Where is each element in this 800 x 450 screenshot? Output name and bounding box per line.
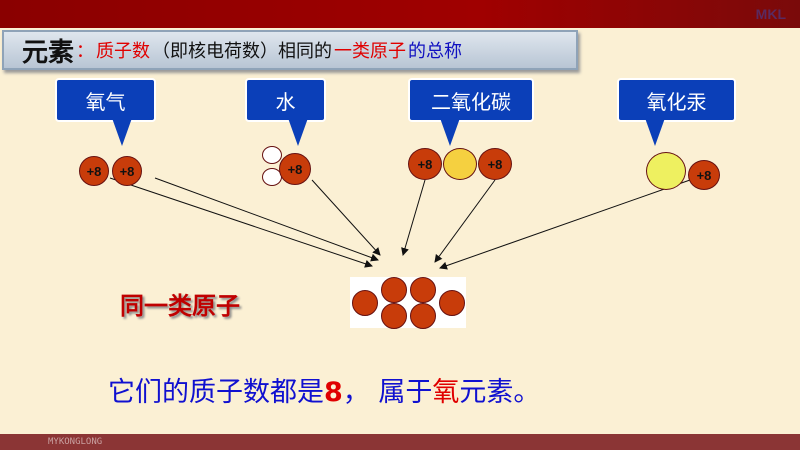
same-atoms-label: 同一类原子 <box>120 292 240 320</box>
arrow <box>434 179 496 263</box>
footer-bar: MYKONGLONG <box>0 434 800 450</box>
bubble-tail <box>112 118 132 146</box>
oxygen-atom: +8 <box>279 153 311 185</box>
bubble-tail <box>645 118 665 146</box>
def-part: 一类原子 <box>334 41 407 62</box>
arrow <box>154 177 379 262</box>
oxygen-atom <box>410 303 436 329</box>
element-name: 氧 <box>432 377 460 408</box>
oxygen-atom <box>410 277 436 303</box>
logo: MKL <box>755 6 786 22</box>
conclusion-part: 它们的质子数都是 <box>108 377 324 408</box>
oxygen-atom: +8 <box>688 160 720 190</box>
oxygen-atom <box>352 290 378 316</box>
arrow <box>401 179 426 256</box>
conclusion-text: 它们的质子数都是8， 属于氧元素。 <box>108 370 540 409</box>
bubble-tail <box>440 118 460 146</box>
header-bar <box>0 0 800 28</box>
oxygen-atom: +8 <box>112 156 142 186</box>
bubble-hgo: 氧化汞 <box>617 78 736 122</box>
arrow <box>109 177 373 268</box>
proton-number: 8 <box>324 377 343 408</box>
arrow <box>311 179 381 256</box>
conclusion-part: ， 属于 <box>342 377 433 408</box>
oxygen-atom: +8 <box>79 156 109 186</box>
mercury-atom <box>646 152 686 190</box>
colon: ： <box>76 41 95 62</box>
def-part: 的总称 <box>408 41 463 62</box>
bubble-oxygen: 氧气 <box>55 78 156 122</box>
oxygen-atom <box>439 290 465 316</box>
bubble-water: 水 <box>245 78 326 122</box>
oxygen-atom: +8 <box>408 148 442 180</box>
oxygen-atom <box>381 277 407 303</box>
hydrogen-atom <box>262 146 282 164</box>
bubble-tail <box>288 118 308 146</box>
atom-cluster <box>350 277 466 329</box>
definition-box: 元素 ： 质子数 （即核电荷数）相同的 一类原子 的总称 <box>2 30 578 70</box>
oxygen-atom <box>381 303 407 329</box>
arrow <box>439 179 691 270</box>
def-part: 质子数 <box>96 41 151 62</box>
carbon-atom <box>443 148 477 180</box>
conclusion-part: 元素。 <box>459 377 541 408</box>
oxygen-atom: +8 <box>478 148 512 180</box>
title-term: 元素 <box>22 37 75 68</box>
def-part: （即核电荷数）相同的 <box>152 41 333 62</box>
bubble-co2: 二氧化碳 <box>408 78 534 122</box>
